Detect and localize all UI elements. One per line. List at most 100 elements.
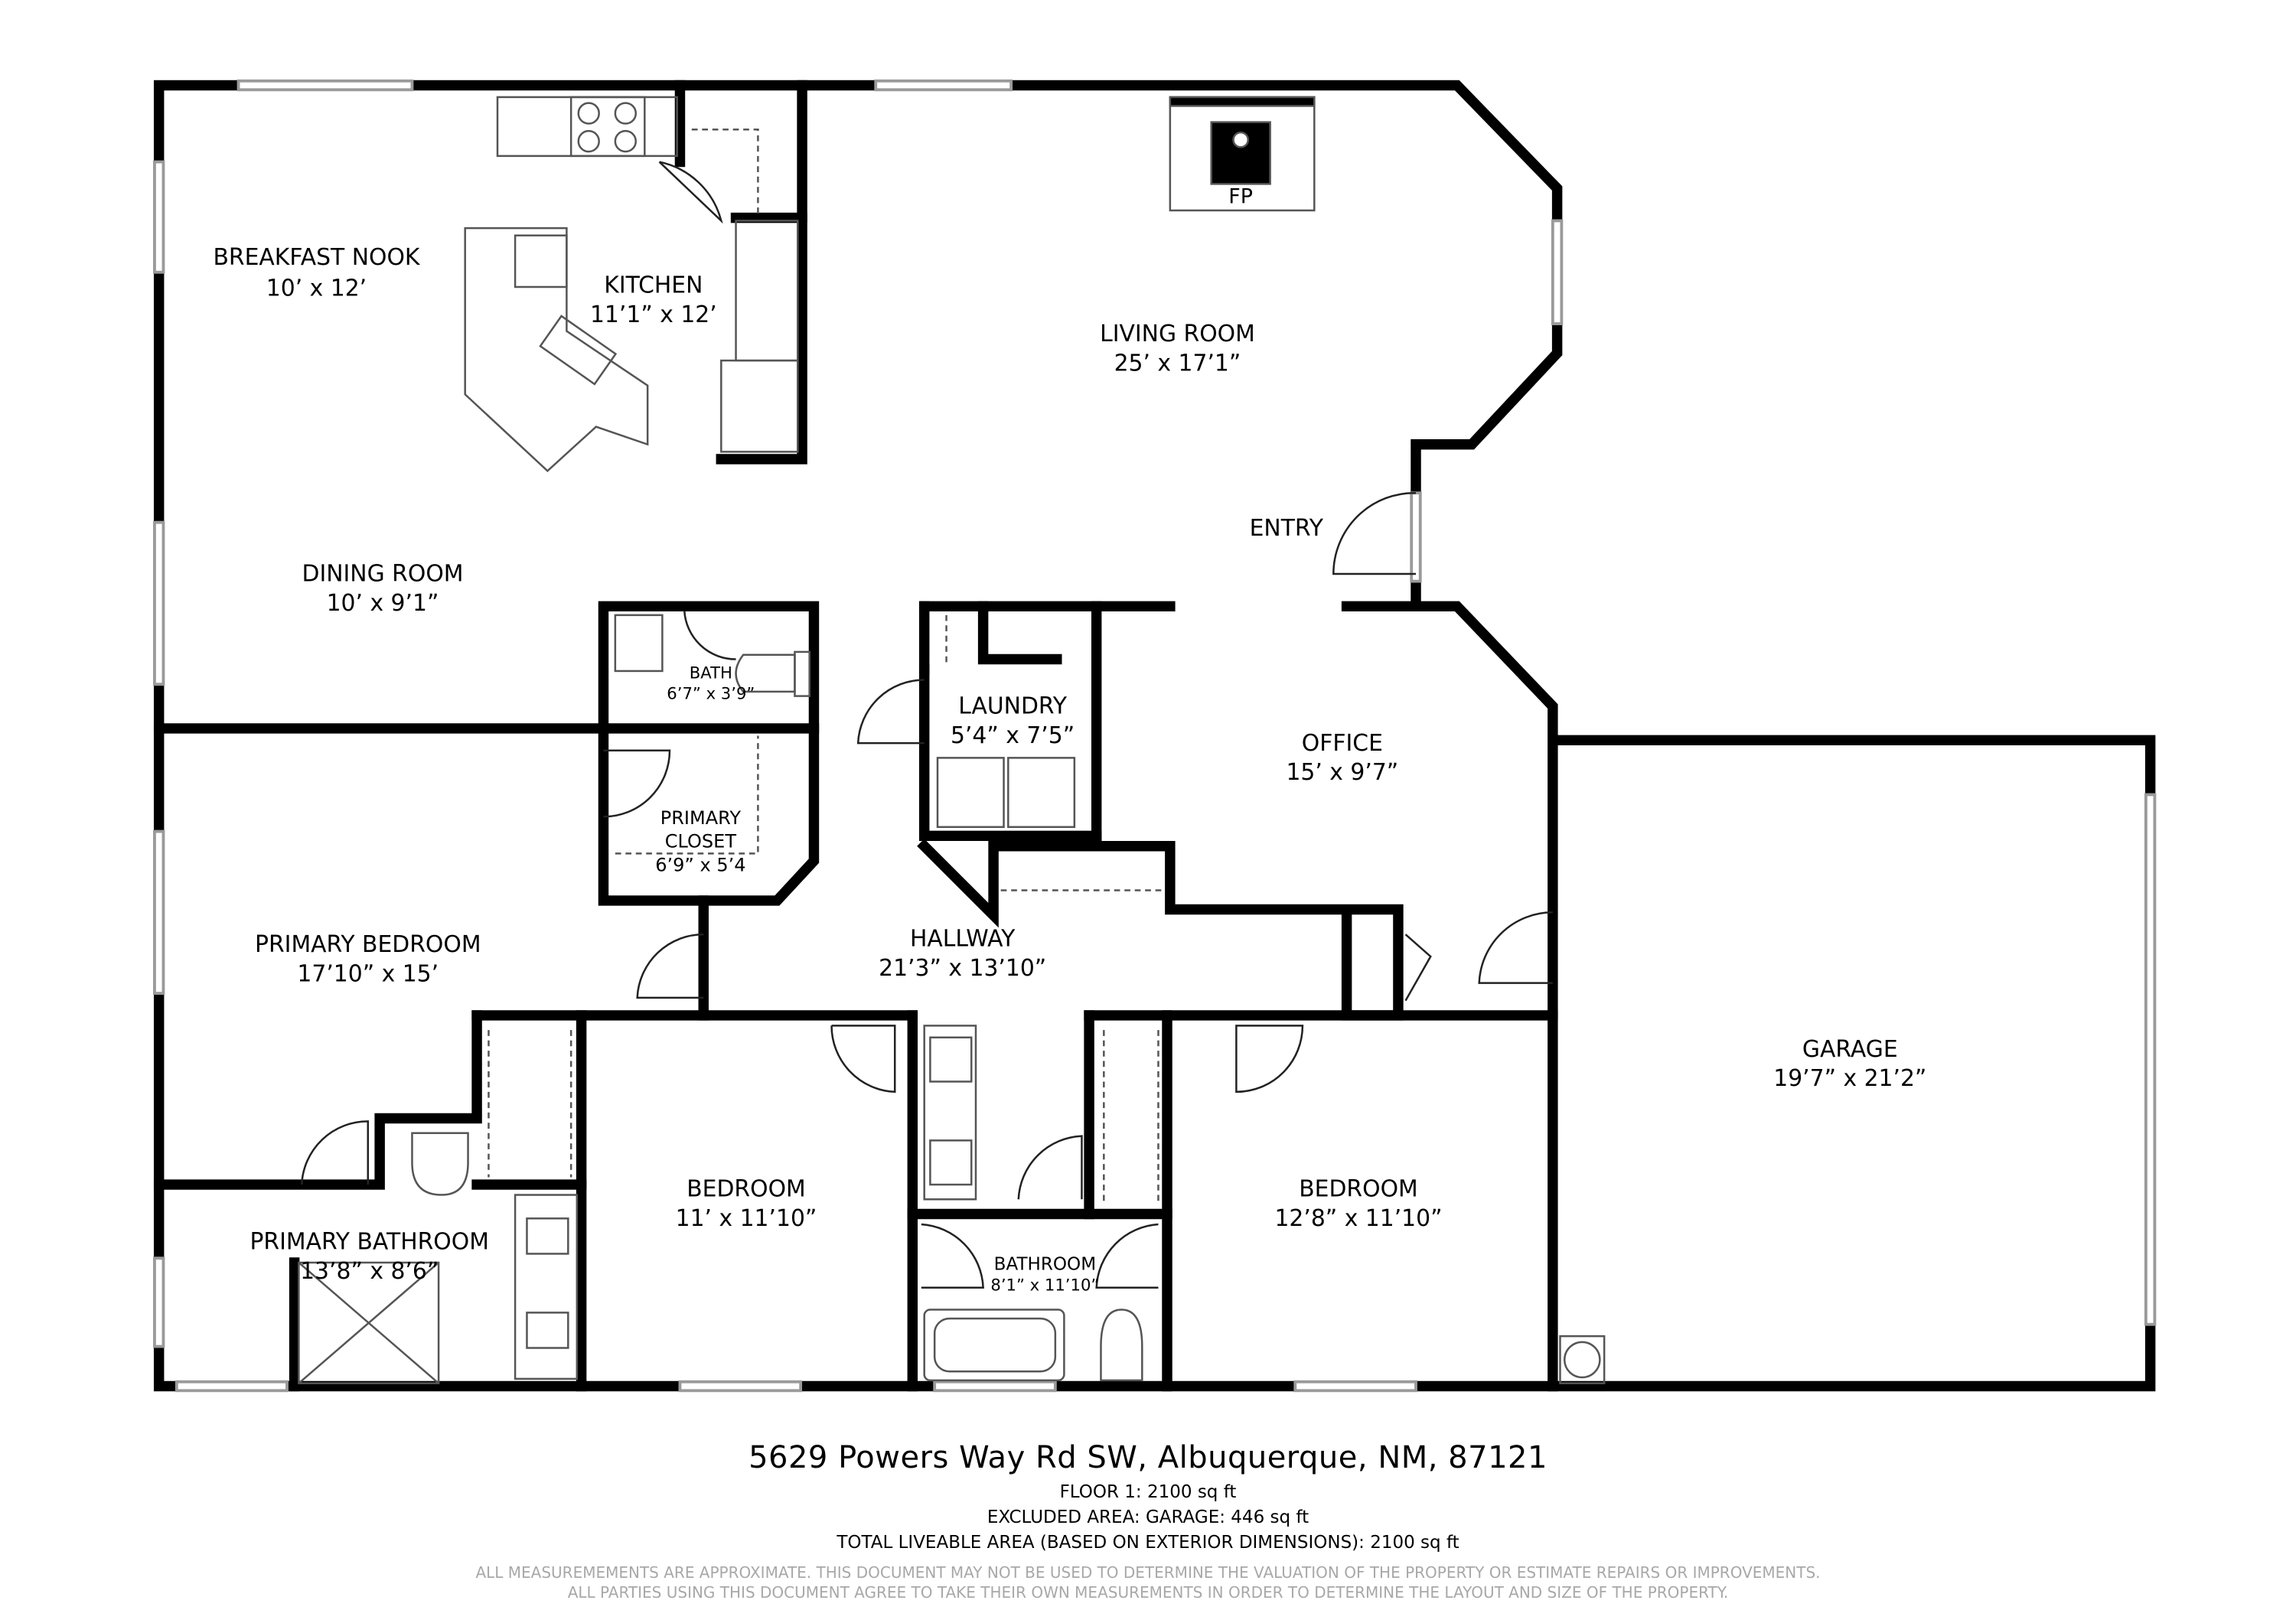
toilet-tank <box>794 650 810 697</box>
room-name: DINING ROOM <box>302 561 464 588</box>
bathtub <box>923 1309 1065 1382</box>
room-size: 8’1” x 11’10” <box>990 1276 1099 1295</box>
fixtures <box>298 96 1606 1384</box>
bathtub-inner <box>933 1317 1057 1373</box>
bath-sink <box>614 614 664 673</box>
window <box>174 1380 289 1393</box>
water-heater <box>1559 1335 1606 1384</box>
closet-wall <box>598 723 820 906</box>
bath-sink <box>929 1036 973 1083</box>
room-name: LIVING ROOM <box>1100 321 1255 347</box>
room-name: HALLWAY <box>910 926 1016 953</box>
counter <box>735 220 799 362</box>
room-name: ENTRY <box>1250 515 1324 542</box>
room-name: BATHROOM <box>994 1255 1096 1275</box>
room-size: 6’9” x 5’4 <box>655 854 745 875</box>
room-name: CLOSET <box>665 831 737 852</box>
room-size: 17’10” x 15’ <box>297 961 439 988</box>
walls <box>153 80 2156 1392</box>
room-size: 11’ x 11’10” <box>676 1205 817 1232</box>
room-name: BATH <box>690 663 732 683</box>
room-size: 11’1” x 12’ <box>590 301 717 328</box>
window <box>1293 1380 1417 1393</box>
room-name: LAUNDRY <box>958 693 1068 720</box>
total-area: TOTAL LIVEABLE AREA (BASED ON EXTERIOR D… <box>837 1533 1459 1553</box>
room-size: 19’7” x 21’2” <box>1773 1065 1926 1092</box>
door-swing <box>603 749 671 818</box>
counter <box>720 359 799 453</box>
fireplace-opening <box>1232 131 1250 148</box>
door-swing <box>1478 911 1553 984</box>
door-swing <box>1332 491 1417 575</box>
garage-wall <box>1548 735 2156 1392</box>
island-sink <box>539 314 618 386</box>
room-size: 15’ x 9’7” <box>1286 759 1398 786</box>
door-swing <box>856 679 925 745</box>
kitchen-wall-right <box>716 80 807 464</box>
hallway-wall <box>917 839 1404 1021</box>
door-swing <box>658 161 723 224</box>
room-name: PRIMARY BATHROOM <box>249 1229 488 1256</box>
pbath-sink <box>526 1312 569 1349</box>
room-size: 5’4” x 7’5” <box>951 722 1075 749</box>
window <box>874 79 1013 92</box>
room-size: 13’8” x 8’6” <box>300 1258 439 1285</box>
toilet <box>735 653 796 693</box>
island-sink <box>514 234 568 288</box>
room-name: BEDROOM <box>687 1175 806 1202</box>
room-size: 10’ x 12’ <box>266 275 367 302</box>
door-swing <box>830 1025 896 1093</box>
bath-sink <box>929 1139 973 1186</box>
room-labels: BREAKFAST NOOK 10’ x 12’ KITCHEN 11’1” x… <box>213 184 1926 1294</box>
room-size: 10’ x 9’1” <box>327 590 439 617</box>
room-name: KITCHEN <box>604 272 703 299</box>
laundry-stub <box>977 601 1062 665</box>
closet-dashed <box>615 735 759 855</box>
room-name: PRIMARY <box>660 807 742 829</box>
room-name: BREAKFAST NOOK <box>213 244 420 271</box>
window <box>153 1256 165 1348</box>
bath-toilet <box>1100 1309 1143 1382</box>
room-size: 12’8” x 11’10” <box>1274 1205 1442 1232</box>
wic-dashed <box>488 1030 572 1178</box>
water-heater-tank <box>1563 1341 1601 1379</box>
fireplace-box <box>1169 96 1316 107</box>
disclaimer-line-1: ALL MEASUREMEMENTS ARE APPROXIMATE. THIS… <box>475 1563 1821 1582</box>
stove <box>496 96 678 158</box>
closet-dashed-2 <box>1103 1030 1159 1204</box>
wic-wall <box>471 1010 587 1190</box>
room-name: GARAGE <box>1802 1036 1898 1063</box>
door-swing <box>1095 1223 1159 1289</box>
burner <box>614 129 638 153</box>
window <box>1410 491 1422 583</box>
floor-area: FLOOR 1: 2100 sq ft <box>1059 1482 1237 1502</box>
pantry-dashed <box>691 128 759 218</box>
laundry-box <box>918 664 1102 842</box>
door-swing <box>1235 1025 1304 1093</box>
fireplace-firebox <box>1210 121 1271 185</box>
room-name: BEDROOM <box>1299 1175 1418 1202</box>
property-address: 5629 Powers Way Rd SW, Albuquerque, NM, … <box>748 1440 1548 1475</box>
window <box>236 79 414 92</box>
pbath-wall <box>153 1010 482 1190</box>
door-swing <box>1017 1135 1083 1200</box>
excluded-area: EXCLUDED AREA: GARAGE: 446 sq ft <box>987 1507 1309 1527</box>
room-name: OFFICE <box>1302 730 1383 757</box>
window <box>153 160 165 274</box>
burner <box>614 102 638 125</box>
window <box>1551 219 1564 325</box>
pbath-toilet <box>411 1132 469 1196</box>
stove-top <box>569 96 646 158</box>
bath-vanity <box>923 1025 977 1201</box>
vanity <box>514 1194 579 1380</box>
window <box>678 1380 803 1393</box>
door-swing <box>300 1120 370 1185</box>
window <box>2144 793 2157 1326</box>
burner <box>577 102 600 125</box>
washer <box>936 757 1005 829</box>
shower-x <box>298 1262 439 1384</box>
windows <box>153 79 2157 1393</box>
dryer <box>1007 757 1076 829</box>
doors <box>300 161 1553 1289</box>
door-swing <box>921 1223 984 1289</box>
